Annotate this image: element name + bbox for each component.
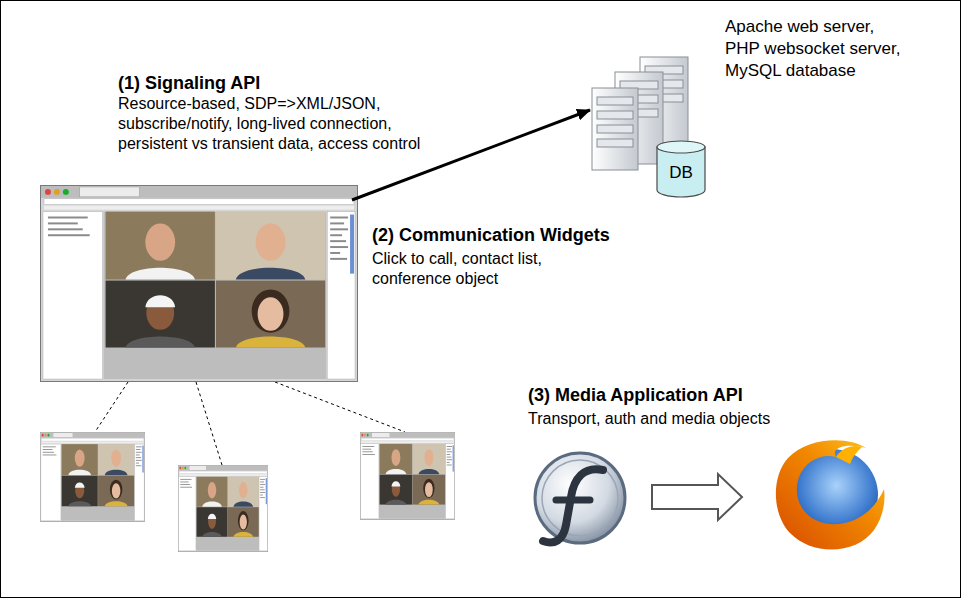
label-holder: (2) Communication Widgets <box>372 226 610 245</box>
label-holder: conference object <box>372 270 498 288</box>
section-heading: (1) Signaling API <box>118 74 260 92</box>
section-text: subscribe/notify, long-lived connection, <box>118 115 392 133</box>
cylinder-body <box>657 147 705 197</box>
label-holder: subscribe/notify, long-lived connection, <box>118 115 392 133</box>
label-holder: (3) Media Application API <box>528 386 743 405</box>
server-drawer <box>597 111 633 119</box>
section-text: Transport, auth and media objects <box>528 410 770 428</box>
dashed-line <box>275 382 405 432</box>
section-heading: (2) Communication Widgets <box>372 226 610 244</box>
section-heading: (3) Media Application API <box>528 386 743 404</box>
flash-logo <box>535 453 625 543</box>
browser-screenshot <box>40 432 145 522</box>
section-text: conference object <box>372 270 498 288</box>
logo-letterform <box>556 497 590 504</box>
label-holder: Transport, auth and media objects <box>528 410 770 428</box>
firefox-logo <box>776 440 885 549</box>
server-text: PHP websocket server, <box>725 40 900 58</box>
database-cylinder: DB <box>656 140 706 198</box>
label-holder: PHP websocket server, <box>725 40 900 58</box>
server-text: Apache web server, <box>725 18 874 36</box>
label-holder: Click to call, contact list, <box>372 250 542 268</box>
dashed-line <box>196 382 222 465</box>
logo-letterform <box>543 469 603 542</box>
cylinder-top <box>657 141 705 153</box>
logo-fox <box>776 440 885 549</box>
label-holder: (1) Signaling API <box>118 74 260 93</box>
server-drawer <box>597 139 633 147</box>
label-holder: MySQL database <box>725 62 856 80</box>
section-text: Resource-based, SDP=>XML/JSON, <box>118 95 380 113</box>
browser-screenshot <box>40 185 357 381</box>
section-text: Click to call, contact list, <box>372 250 542 268</box>
label-holder: Resource-based, SDP=>XML/JSON, <box>118 95 380 113</box>
server-tower <box>592 88 638 170</box>
label-holder: persistent vs transient data, access con… <box>118 135 420 153</box>
logo-disc <box>535 453 625 543</box>
browser-screenshot <box>360 432 455 520</box>
label-holder: Apache web server, <box>725 18 874 36</box>
logo-fox-ear <box>836 446 862 464</box>
server-text: MySQL database <box>725 62 856 80</box>
server-drawer <box>597 125 633 133</box>
server-drawer <box>597 97 633 105</box>
section-text: persistent vs transient data, access con… <box>118 135 420 153</box>
browser-screenshot <box>178 465 268 552</box>
dashed-line <box>95 382 128 432</box>
hollow-arrow <box>652 474 742 520</box>
database-label: DB <box>656 163 706 183</box>
